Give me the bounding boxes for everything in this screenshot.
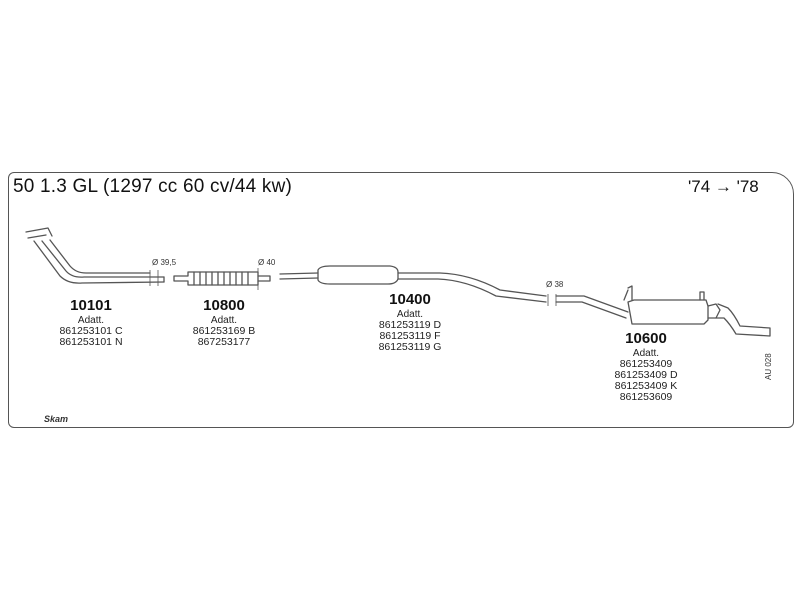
oem-code: 861253101 C (59, 325, 123, 337)
oem-code: 861253119 G (378, 341, 442, 353)
oem-code: 861253409 (619, 358, 673, 370)
oem-code: 861253119 D (378, 319, 442, 331)
oem-code: 861253119 F (379, 330, 441, 342)
rear-silencer-10600 (555, 285, 771, 337)
oem-code: 861253169 B (192, 325, 256, 337)
part-10800: 10800 Adatt. 861253169 B 867253177 (176, 297, 272, 348)
part-10101: 10101 Adatt. 861253101 C 861253101 N (46, 297, 136, 348)
part-10600: 10600 Adatt. 861253409 861253409 D 86125… (598, 330, 694, 403)
adatt-label: Adatt. (77, 315, 105, 326)
brand-logo: Skam (44, 414, 69, 424)
part-number: 10400 (389, 291, 431, 308)
part-number: 10101 (70, 297, 112, 314)
part-number: 10800 (203, 297, 245, 314)
adatt-label: Adatt. (210, 315, 238, 326)
oem-code: 867253177 (197, 336, 251, 348)
adatt-label: Adatt. (632, 348, 660, 359)
oem-code: 861253409 D (614, 369, 678, 381)
year-range: '74 → '78 (688, 177, 759, 196)
oem-code: 861253609 (619, 391, 673, 403)
diameter-label: Ø 38 (546, 280, 564, 289)
flex-pipe-10800 (173, 271, 271, 286)
page-title: 50 1.3 GL (1297 cc 60 cv/44 kw) (13, 176, 293, 197)
oem-code: 861253101 N (59, 336, 123, 348)
diameter-label: Ø 40 (258, 258, 276, 267)
oem-code: 861253409 K (614, 380, 678, 392)
part-number: 10600 (625, 330, 667, 347)
reference-code: AU 028 (764, 353, 773, 380)
part-10400: 10400 Adatt. 861253119 D 861253119 F 861… (362, 291, 458, 353)
center-pipe-10400 (279, 265, 547, 303)
front-pipe-10101 (25, 227, 165, 284)
adatt-label: Adatt. (396, 309, 424, 320)
diameter-label: Ø 39,5 (152, 258, 177, 267)
diagram-panel (8, 172, 794, 428)
